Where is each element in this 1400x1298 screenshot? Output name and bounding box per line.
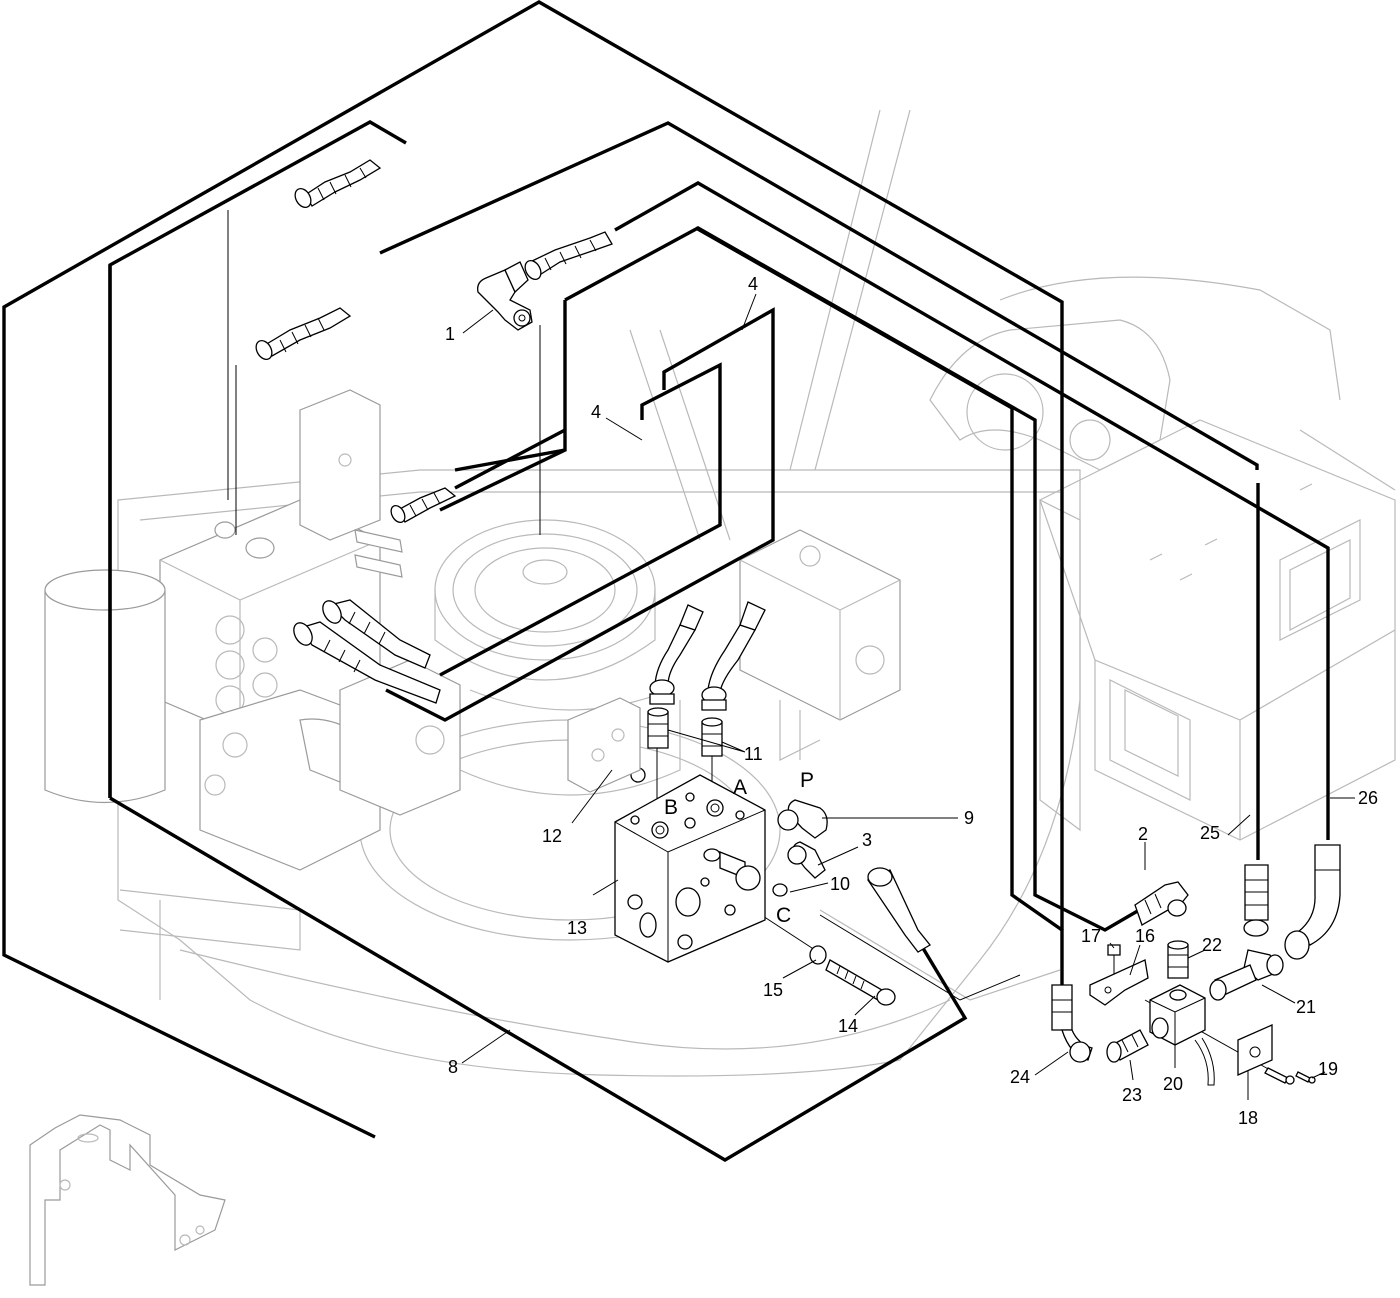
hose-end-26	[1284, 844, 1341, 960]
callout-23: 23	[1122, 1085, 1142, 1105]
leader-lines	[461, 293, 1355, 1100]
adapter-11-right	[701, 717, 723, 757]
tee-fitting-21	[1209, 949, 1284, 1001]
adapter-22	[1167, 940, 1189, 979]
machine-background	[29, 109, 1396, 1286]
elbow-fitting-3	[787, 841, 826, 879]
callout-21: 21	[1296, 997, 1316, 1017]
elbow-fitting-1	[477, 261, 533, 331]
screw-19	[1264, 1067, 1316, 1085]
hose-end-25	[1243, 864, 1269, 937]
hose-end-fitting	[294, 159, 382, 208]
bolt-17	[1107, 944, 1121, 975]
hose-end-fitting	[255, 307, 352, 360]
callout-20: 20	[1163, 1074, 1183, 1094]
callout-22: 22	[1202, 935, 1222, 955]
callout-15: 15	[763, 980, 783, 1000]
callout-24: 24	[1010, 1067, 1030, 1087]
callout-8: 8	[448, 1057, 458, 1077]
hose-end-24	[1051, 984, 1093, 1063]
elbow-fitting-9	[777, 799, 828, 839]
callout-3: 3	[862, 830, 872, 850]
hose-end-fitting	[293, 621, 441, 704]
hose-end-fitting	[867, 867, 931, 953]
plug-10	[772, 883, 788, 897]
right-assembly	[1051, 844, 1341, 1086]
callout-2: 2	[1138, 824, 1148, 844]
callout-16: 16	[1135, 926, 1155, 946]
callout-labels: 1 2 3 4 4 8 9 10 11 12 13 14 15 16 17 18…	[445, 274, 1378, 1128]
hose-fittings	[255, 159, 931, 1006]
callout-19: 19	[1318, 1059, 1338, 1079]
callout-1: 1	[445, 324, 455, 344]
hose-end-fitting	[524, 231, 613, 280]
port-label-c: C	[776, 904, 791, 927]
hose-4-a	[701, 601, 766, 711]
callout-12: 12	[542, 826, 562, 846]
bolt-14	[825, 959, 896, 1006]
hose-end-fitting	[390, 487, 457, 524]
callout-18: 18	[1238, 1108, 1258, 1128]
hose-4-b	[649, 604, 704, 705]
plate-hole	[1249, 1046, 1261, 1058]
callout-11: 11	[744, 744, 763, 764]
adapter-23	[1106, 1029, 1149, 1063]
callout-25: 25	[1200, 823, 1220, 843]
hose-routing-lines	[2, 0, 1330, 1162]
port-labels: P A B C	[664, 769, 814, 927]
callout-17: 17	[1081, 926, 1101, 946]
callout-26: 26	[1358, 788, 1378, 808]
callout-13: 13	[567, 918, 587, 938]
bracket-16	[1089, 959, 1149, 1006]
callout-9: 9	[964, 808, 974, 828]
port-label-p: P	[800, 769, 814, 792]
port-label-b: B	[664, 796, 678, 819]
valve-block-13	[614, 774, 766, 963]
hose-end-fitting	[322, 599, 431, 669]
callout-4a: 4	[748, 274, 758, 294]
callout-4b: 4	[591, 402, 601, 422]
port-plate	[567, 697, 641, 793]
callout-10: 10	[830, 874, 850, 894]
callout-14: 14	[838, 1016, 858, 1036]
adapter-11-left	[647, 707, 669, 749]
port-label-a: A	[733, 776, 747, 799]
block-20	[1149, 984, 1215, 1086]
elbow-fitting-2	[1134, 881, 1189, 926]
washer-15	[809, 945, 827, 965]
plate-18	[1237, 1024, 1273, 1076]
